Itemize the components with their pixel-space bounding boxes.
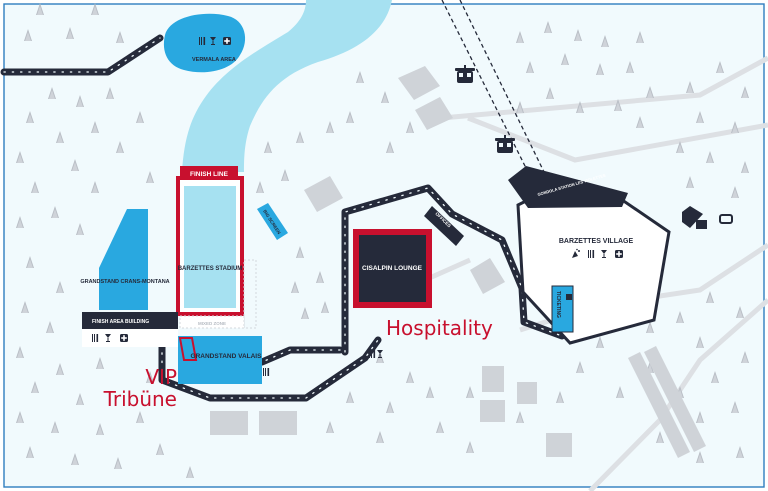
grandstand-crans-label: GRANDSTAND CRANS-MONTANA — [80, 279, 169, 285]
vermala-label: VERMALA AREA — [192, 57, 236, 63]
mixed-zone-label: MIXED ZONE — [198, 321, 226, 326]
village-label: BARZETTES VILLAGE — [559, 238, 634, 245]
buildings — [210, 66, 706, 458]
grandstand-crans-montana — [99, 209, 148, 310]
hospitality-annotation: Hospitality — [386, 316, 493, 340]
gondola-line — [441, 0, 547, 177]
vip-tribune-area — [178, 337, 198, 361]
gondola-station — [508, 166, 628, 208]
finish-building-label: FINISH AREA BUILDING — [92, 319, 149, 325]
grandstand-valais-label: GRANDSTAND VALAIS — [191, 353, 263, 360]
ticketing-label: TICKETING — [555, 291, 561, 318]
finish-area-building — [82, 312, 178, 329]
stadium-label: BARZETTES STADIUM — [178, 266, 243, 272]
walking-paths — [0, 34, 574, 402]
offices-building — [424, 206, 464, 246]
big-screen — [257, 203, 288, 240]
piste — [182, 0, 392, 172]
cisalpin-lounge-label: CISALPIN LOUNGE — [362, 265, 423, 272]
mixed-zone — [179, 315, 245, 329]
vip-tribune-annotation: VIP Tribüne — [103, 365, 177, 412]
finish-line-label: FINISH LINE — [190, 171, 229, 178]
finish-line-banner — [180, 166, 238, 180]
